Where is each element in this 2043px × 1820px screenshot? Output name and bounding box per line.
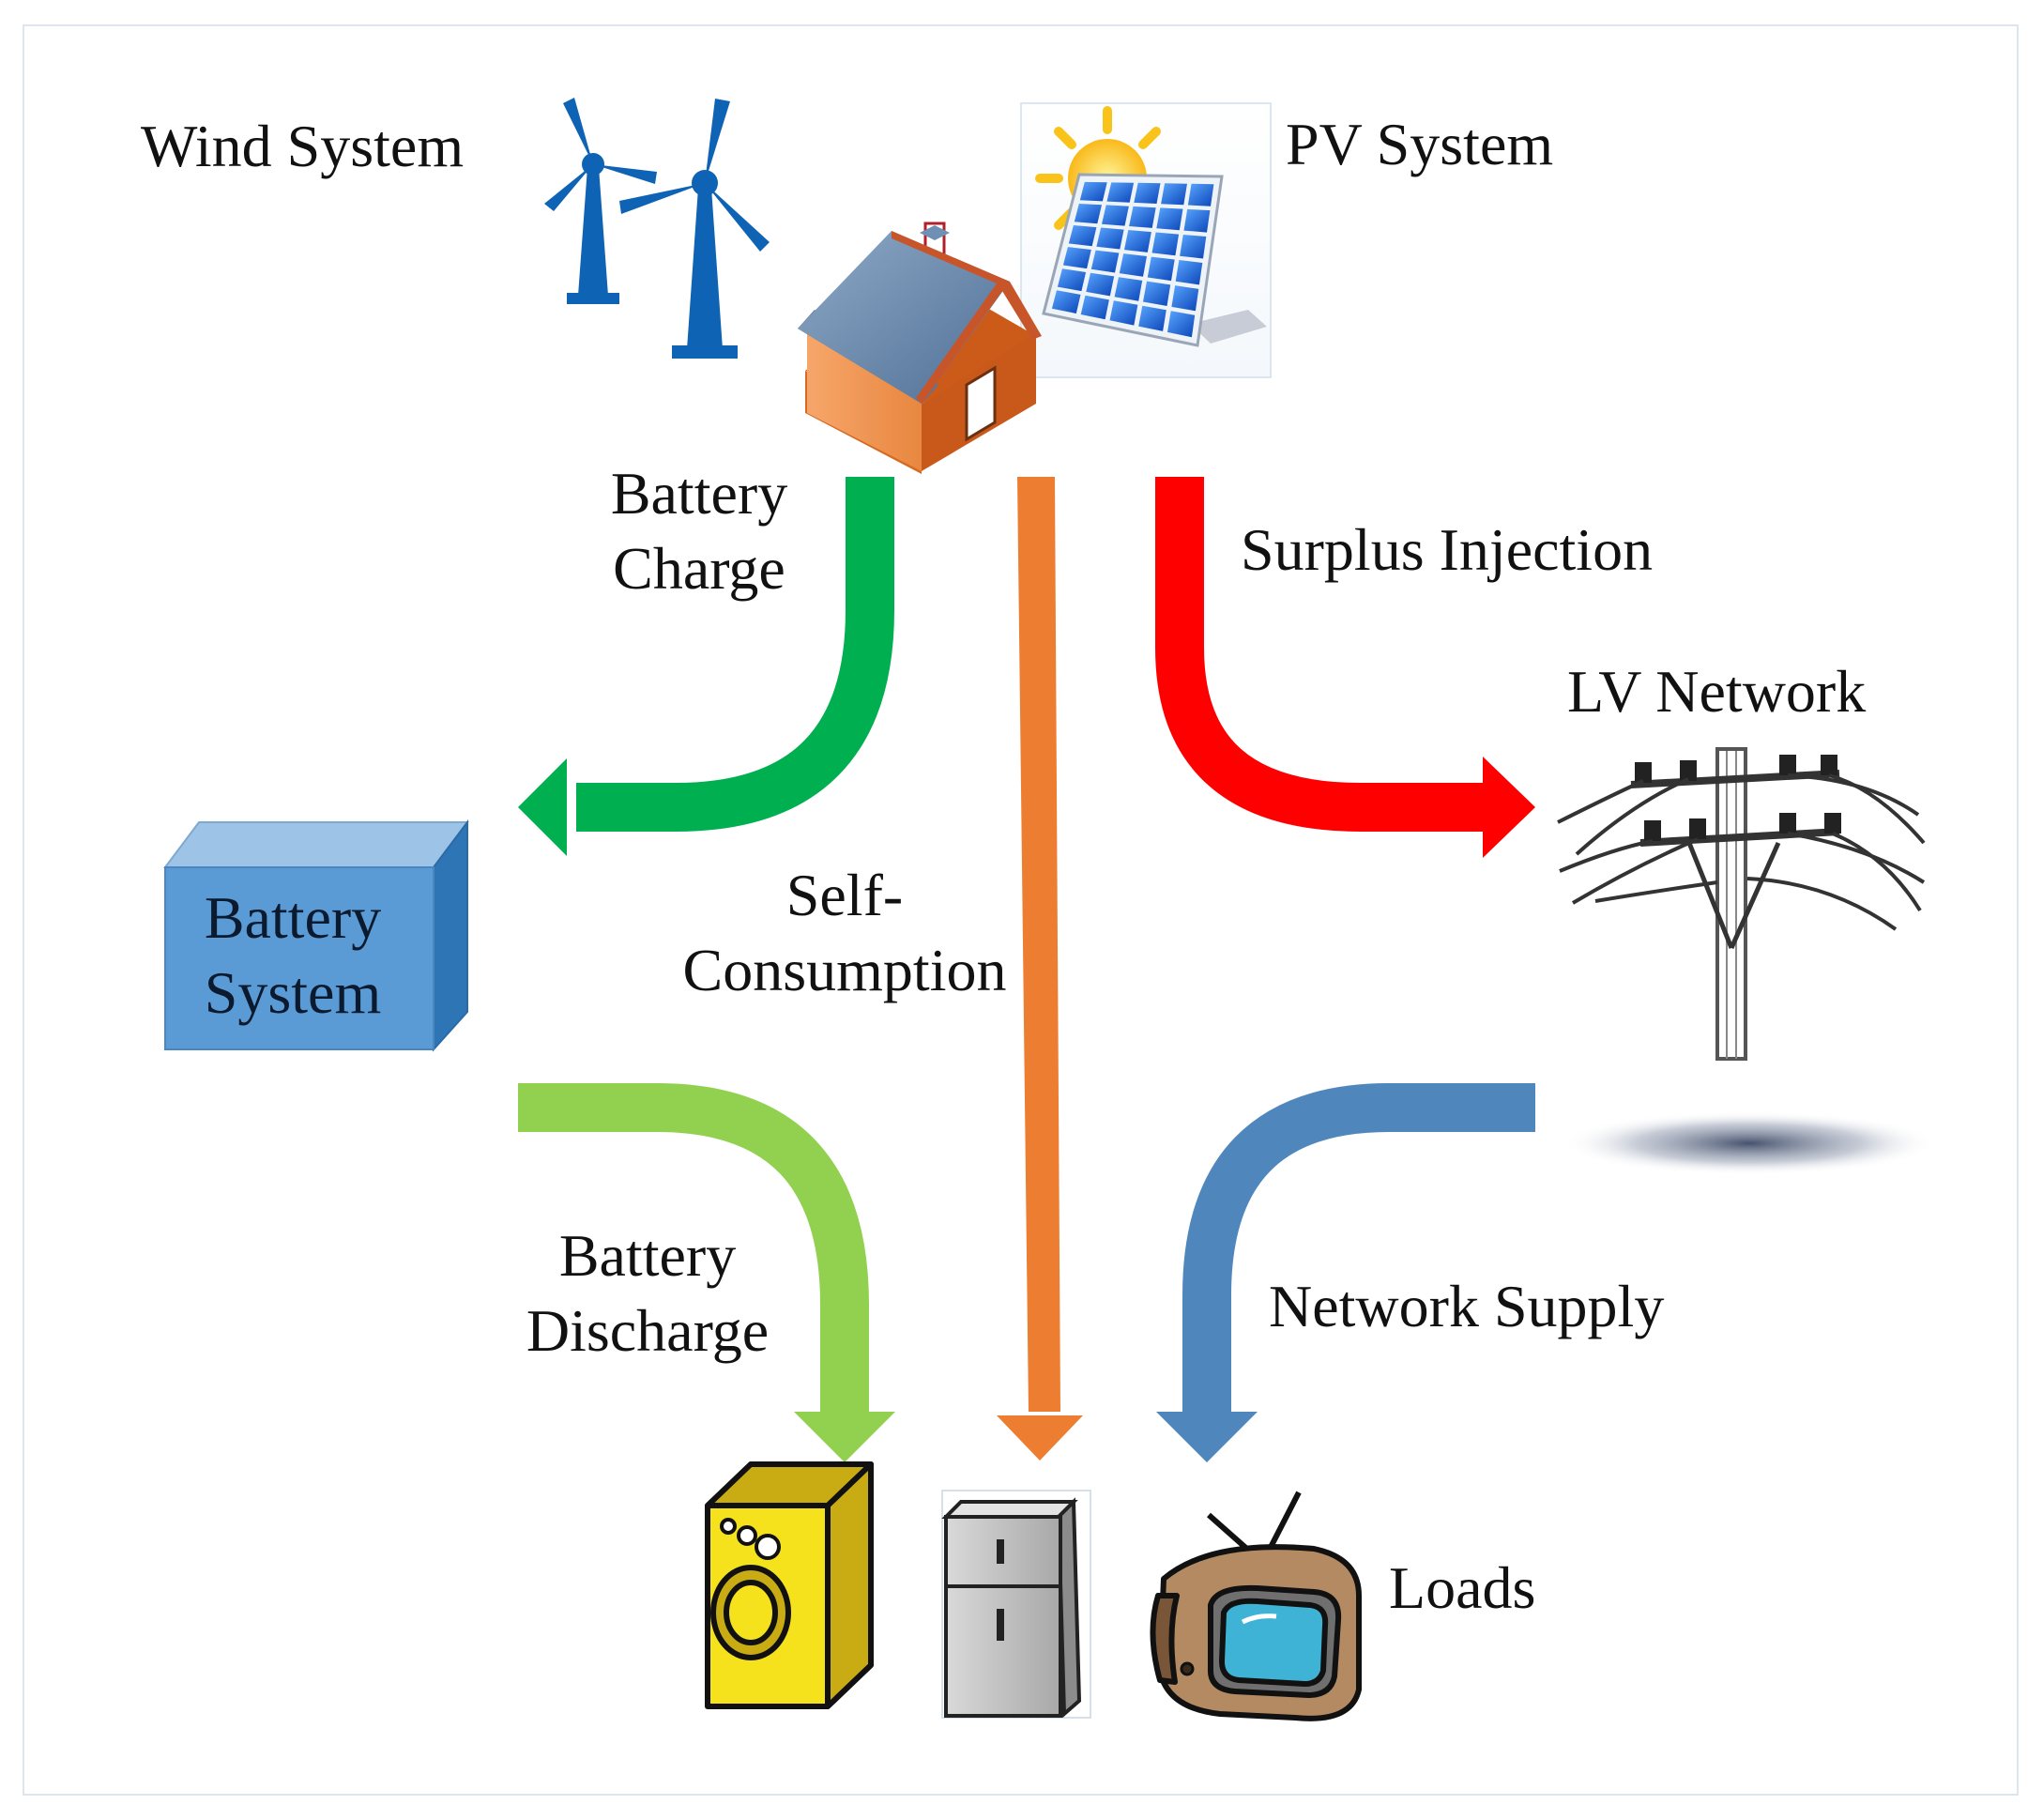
wind-turbine-icon xyxy=(544,98,657,304)
lv-network-label: LV Network xyxy=(1567,658,1867,725)
diagram-frame xyxy=(23,24,2019,1796)
solar-cell xyxy=(1079,181,1107,202)
solar-cell xyxy=(1074,204,1102,224)
solar-cell xyxy=(1119,253,1147,277)
solar-cell xyxy=(1051,290,1081,314)
refrigerator-icon xyxy=(941,1490,1091,1719)
surplus-injection-arrow xyxy=(1155,477,1535,858)
utility-pole-icon xyxy=(1557,747,1937,1175)
surplus-injection-label: Surplus Injection xyxy=(1241,516,1654,583)
self-consumption-label-line-2: Consumption xyxy=(682,937,1007,1003)
solar-cells xyxy=(1051,181,1214,338)
solar-cell xyxy=(1147,256,1175,282)
solar-cell xyxy=(1175,260,1203,285)
solar-cell xyxy=(1086,272,1115,297)
network-supply-label: Network Supply xyxy=(1269,1273,1665,1339)
solar-cell xyxy=(1114,277,1143,301)
battery-charge-label: Battery Charge xyxy=(582,456,816,606)
battery-discharge-arrow xyxy=(518,1083,895,1462)
solar-cell xyxy=(1109,300,1138,326)
solar-cell xyxy=(1080,295,1109,320)
solar-cell xyxy=(1151,232,1180,256)
solar-cell xyxy=(1138,305,1166,331)
solar-cell xyxy=(1106,182,1135,203)
wind-system-label: Wind System xyxy=(141,113,465,179)
solar-cell xyxy=(1129,206,1156,228)
self-consumption-arrow xyxy=(997,477,1083,1461)
wind-turbine-icon xyxy=(619,99,770,359)
loads-label: Loads xyxy=(1389,1554,1536,1621)
solar-cell xyxy=(1090,250,1120,273)
solar-cell xyxy=(1161,183,1187,206)
battery-discharge-label-line-1: Battery xyxy=(558,1222,737,1289)
battery-charge-label-line-2: Charge xyxy=(613,535,785,602)
solar-cell xyxy=(1134,182,1161,204)
battery-system-label-line-1: Battery xyxy=(204,884,382,951)
solar-cell xyxy=(1057,268,1087,292)
solar-cell xyxy=(1062,247,1091,269)
battery-discharge-label: Battery Discharge xyxy=(507,1218,788,1369)
pv-system-label: PV System xyxy=(1286,111,1554,177)
solar-cell xyxy=(1096,227,1124,250)
solar-cell xyxy=(1068,225,1097,247)
solar-cell xyxy=(1124,230,1151,252)
solar-cell xyxy=(1180,235,1207,259)
solar-cell xyxy=(1187,183,1214,206)
battery-charge-arrow xyxy=(518,477,894,856)
solar-cell xyxy=(1143,281,1171,306)
solar-cell xyxy=(1167,311,1196,338)
solar-cell xyxy=(1183,208,1211,233)
battery-system-label: Battery System xyxy=(165,880,420,1031)
battery-system-box xyxy=(163,819,469,1052)
battery-system-label-line-2: System xyxy=(204,959,382,1026)
solar-cell xyxy=(1171,285,1199,312)
self-consumption-label: Self- Consumption xyxy=(657,858,1032,1008)
solar-cell xyxy=(1102,205,1129,226)
washing-machine-icon xyxy=(705,1461,874,1709)
house-icon xyxy=(798,222,1042,474)
solar-cell xyxy=(1156,207,1183,231)
battery-discharge-label-line-2: Discharge xyxy=(526,1297,770,1364)
battery-charge-label-line-1: Battery xyxy=(610,460,788,527)
self-consumption-label-line-1: Self- xyxy=(785,862,904,928)
solar-panel-icon xyxy=(1020,102,1272,378)
television-icon xyxy=(1150,1491,1362,1721)
network-supply-arrow xyxy=(1156,1083,1535,1462)
